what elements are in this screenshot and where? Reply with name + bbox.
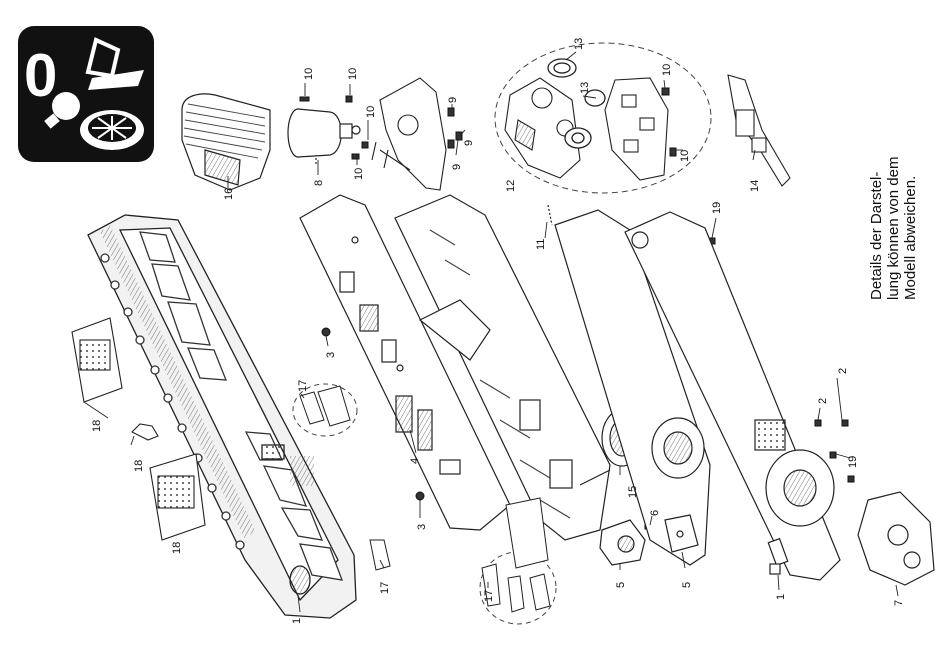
callout: 17 [297,380,309,392]
callout: 6 [649,510,661,516]
lighting-function-icon: 0 [18,26,154,162]
callout: 19 [711,202,723,214]
disclaimer-note: Details der Darstel- lung können von dem… [868,20,919,300]
callout: 15 [627,486,639,498]
part-heat-sink [182,94,270,190]
callout: 18 [133,460,145,472]
icon-symbol: 0 [24,42,57,109]
part-bogie-gearbox [605,78,668,180]
note-line-3: Modell abweichen. [902,20,919,300]
callout: 5 [615,582,627,588]
callout: 19 [847,456,859,468]
part-motor-bracket [372,78,446,190]
callout: 3 [416,524,428,530]
part-bogie-side [728,75,790,186]
callout: 13 [579,82,591,94]
part-small-parts-b [482,564,550,612]
callout: 17 [483,590,495,602]
callout: 18 [91,420,103,432]
callout: 10 [347,68,359,80]
part-bogie-frame [505,78,580,178]
callout: 5 [681,582,693,588]
callout: 10 [365,106,377,118]
callout: 9 [451,164,463,170]
callout: 11 [535,239,547,250]
callout: 12 [505,180,517,192]
callout: 10 [661,64,673,76]
callout: 17 [379,582,391,594]
callout: 4 [409,458,421,464]
callout: 7 [893,600,905,606]
callout: 8 [313,180,325,186]
callout: 9 [463,140,475,146]
callout: 10 [679,150,691,162]
callout: 3 [325,352,337,358]
note-line-1: Details der Darstel- [868,20,885,300]
callout: 14 [749,180,761,192]
callout: 1 [775,594,787,600]
callout: 10 [303,68,315,80]
part-pin-strip [506,498,548,568]
part-motor [288,109,360,165]
callout: 13 [573,38,585,50]
callout: 1 [291,618,303,624]
callout: 16 [223,188,235,200]
callout: 2 [837,368,849,374]
part-bogie-cover [858,492,934,585]
callout: 9 [447,97,459,103]
callout: 18 [171,542,183,554]
note-line-2: lung können von dem [885,20,902,300]
callout: 10 [353,168,365,180]
callout: 2 [817,398,829,404]
